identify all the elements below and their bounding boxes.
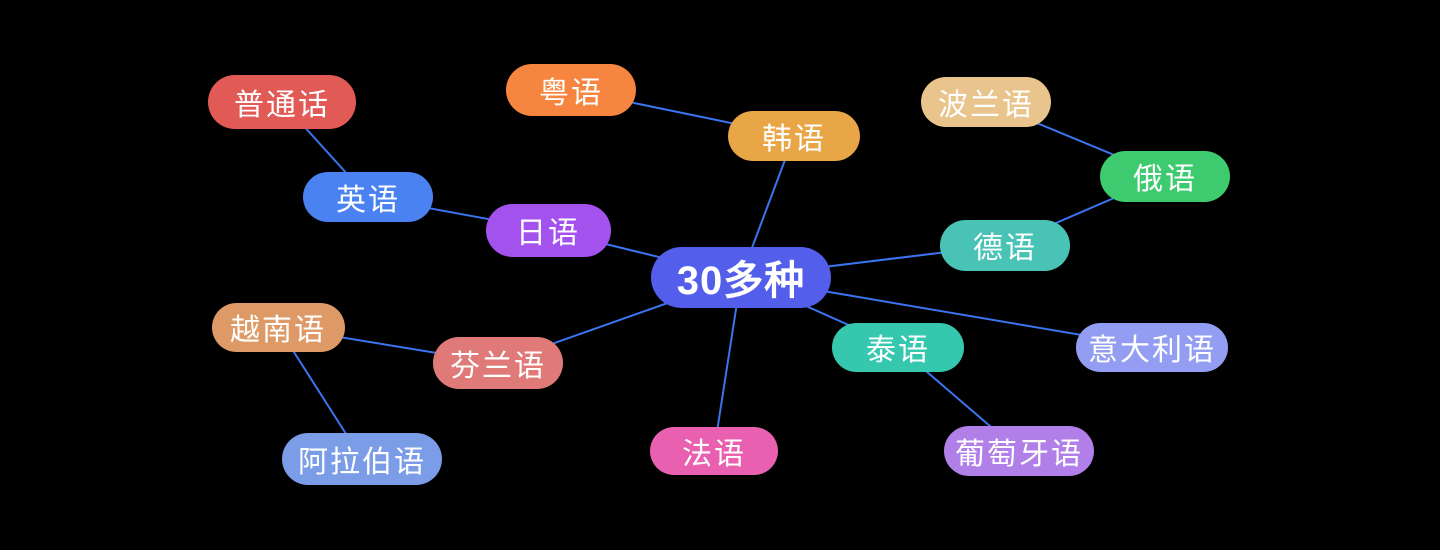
node-korean[interactable]: 韩语 bbox=[728, 111, 860, 161]
node-finnish[interactable]: 芬兰语 bbox=[433, 337, 563, 389]
node-label-russian: 俄语 bbox=[1133, 163, 1197, 196]
node-label-english: 英语 bbox=[336, 184, 400, 217]
node-french[interactable]: 法语 bbox=[650, 427, 778, 475]
node-label-polish: 波兰语 bbox=[938, 89, 1034, 122]
node-label-arabic: 阿拉伯语 bbox=[298, 446, 426, 479]
node-polish[interactable]: 波兰语 bbox=[921, 77, 1051, 127]
node-vietnamese[interactable]: 越南语 bbox=[211, 302, 345, 352]
node-label-thai: 泰语 bbox=[866, 334, 930, 367]
node-german[interactable]: 德语 bbox=[940, 219, 1070, 271]
node-portuguese[interactable]: 葡萄牙语 bbox=[944, 426, 1094, 476]
node-italian[interactable]: 意大利语 bbox=[1076, 322, 1228, 372]
node-label-korean: 韩语 bbox=[762, 123, 826, 156]
node-label-finnish: 芬兰语 bbox=[450, 350, 546, 383]
node-arabic[interactable]: 阿拉伯语 bbox=[282, 433, 442, 485]
node-label-vietnamese: 越南语 bbox=[230, 314, 326, 347]
node-label-italian: 意大利语 bbox=[1088, 334, 1216, 367]
node-japanese[interactable]: 日语 bbox=[485, 203, 611, 257]
node-center[interactable]: 30多种 bbox=[651, 246, 831, 308]
node-label-french: 法语 bbox=[682, 438, 746, 471]
node-label-german: 德语 bbox=[973, 232, 1037, 265]
node-cantonese[interactable]: 粤语 bbox=[506, 64, 636, 116]
node-thai[interactable]: 泰语 bbox=[832, 322, 964, 372]
node-russian[interactable]: 俄语 bbox=[1100, 150, 1230, 202]
node-label-mandarin: 普通话 bbox=[234, 89, 330, 122]
node-label-portuguese: 葡萄牙语 bbox=[955, 438, 1083, 471]
node-label-cantonese: 粤语 bbox=[539, 77, 603, 110]
node-english[interactable]: 英语 bbox=[303, 172, 433, 222]
node-label-japanese: 日语 bbox=[516, 217, 580, 250]
node-label-center: 30多种 bbox=[676, 259, 806, 303]
node-mandarin[interactable]: 普通话 bbox=[208, 75, 356, 129]
